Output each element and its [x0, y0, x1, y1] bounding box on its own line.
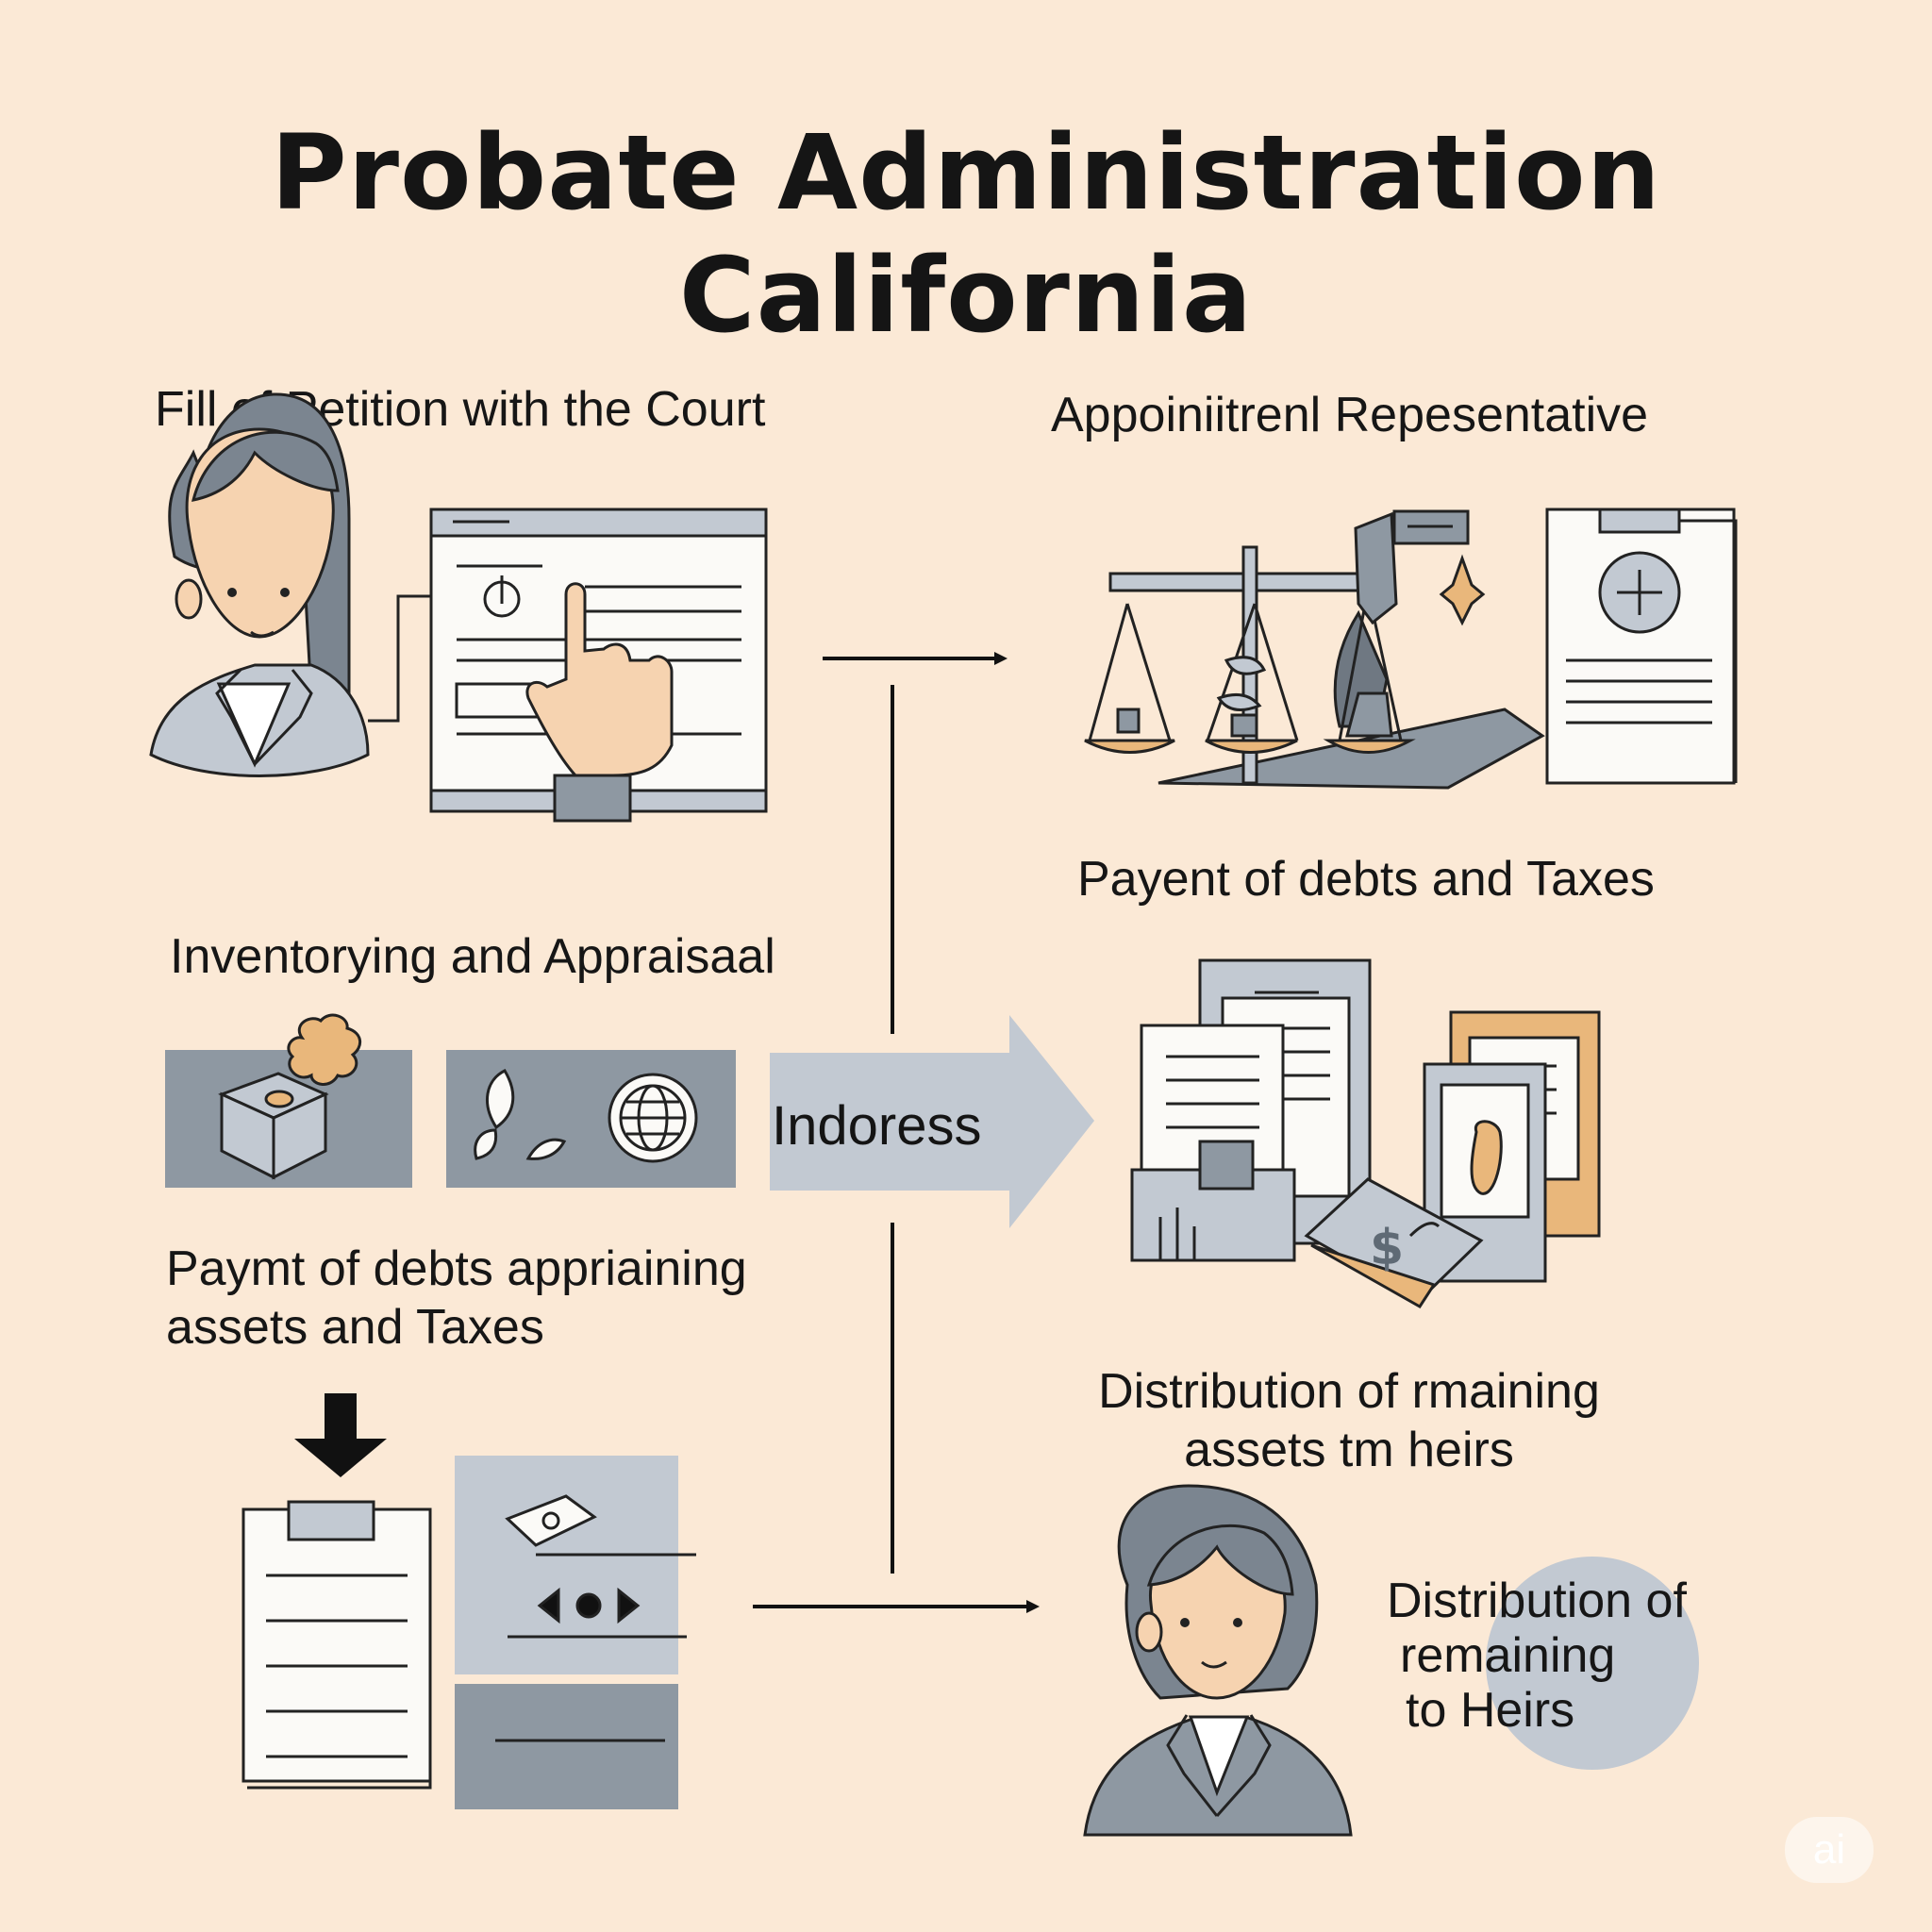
- petition-form-icon: [429, 508, 768, 823]
- asset-box-icon: [165, 1013, 412, 1188]
- step-label-inventory: Inventorying and Appraisaal: [170, 929, 775, 984]
- down-arrow-icon: [294, 1393, 387, 1477]
- payment-panel-icon: [455, 1456, 696, 1809]
- step-label-distribution-top: Distribution of rmaining assets tm heirs: [1085, 1362, 1613, 1479]
- debts-left-line-2: assets and Taxes: [166, 1300, 544, 1355]
- scales-of-justice-icon: [1084, 509, 1545, 790]
- step-label-debts-left: Paymt of debts appriaining assets and Ta…: [166, 1240, 747, 1357]
- distribution-circle-label: Distribution of remaining to Heirs: [1387, 1574, 1698, 1738]
- assets-icon-panel: [446, 1050, 736, 1188]
- big-arrow-shape: [770, 1015, 1094, 1228]
- woman-avatar-icon: [149, 392, 370, 777]
- clipboard-icon: [242, 1500, 432, 1790]
- document-plus-icon: [1545, 508, 1738, 785]
- distribution-circle-line-2: remaining: [1400, 1628, 1616, 1683]
- distribution-circle-line-1: Distribution of: [1387, 1574, 1687, 1628]
- connector-line: [368, 594, 453, 723]
- distribution-top-line-2: assets tm heirs: [1184, 1423, 1514, 1477]
- title-line-1: Probate Administration: [271, 112, 1661, 233]
- distribution-top-line-1: Distribution of rmaining: [1098, 1364, 1600, 1419]
- center-arrow-label: Indoress: [772, 1095, 982, 1157]
- page-title: Probate Administration California: [0, 111, 1932, 357]
- document-stack-icon: $: [1130, 958, 1601, 1308]
- step-label-debts-right: Payent of debts and Taxes: [1077, 852, 1655, 907]
- heir-avatar-icon: [1083, 1484, 1353, 1837]
- svg-text:$: $: [1370, 1220, 1404, 1276]
- title-line-2: California: [678, 235, 1254, 356]
- distribution-circle-bg: [1486, 1557, 1699, 1770]
- ai-watermark-badge: ai: [1785, 1817, 1874, 1883]
- distribution-circle-line-3: to Heirs: [1406, 1683, 1575, 1738]
- step-label-representative: Appoiniitrenl Repesentative: [1051, 388, 1649, 442]
- debts-left-line-1: Paymt of debts appriaining: [166, 1241, 747, 1296]
